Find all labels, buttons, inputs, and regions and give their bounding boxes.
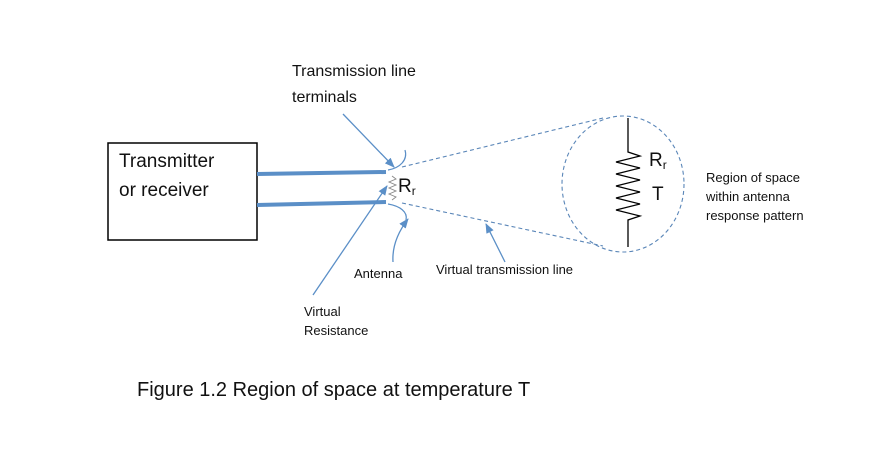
- terminals-label-line2: terminals: [292, 89, 357, 106]
- transmission-line-lower: [256, 200, 387, 207]
- region-t-symbol: T: [652, 184, 664, 205]
- virtual-transmission-line-label: Virtual transmission line: [436, 262, 574, 277]
- transmission-line-upper: [256, 170, 387, 176]
- antenna-arrow: [392, 218, 409, 263]
- virtual-line-arrow: [485, 223, 506, 263]
- region-label-line1: Region of space: [706, 170, 800, 185]
- transmitter-label-line1: Transmitter: [119, 151, 215, 172]
- antenna-rr-subscript: r: [411, 184, 416, 198]
- transmitter-label-line2: or receiver: [119, 180, 209, 201]
- virtual-line-lower: [401, 202, 604, 247]
- terminals-arrow: [342, 113, 395, 168]
- terminals-label-line1: Transmission line: [292, 63, 416, 80]
- region-rr-letter: R: [649, 150, 663, 171]
- transmitter-box: [107, 142, 258, 241]
- virtual-resistance-label-line1: Virtual: [304, 304, 341, 319]
- antenna-rr-symbol: Rr: [398, 176, 416, 199]
- region-label-line3: response pattern: [706, 208, 804, 223]
- virtual-line-upper: [401, 117, 604, 168]
- figure-caption: Figure 1.2 Region of space at temperatur…: [137, 379, 531, 401]
- region-rr-symbol: Rr: [649, 150, 667, 173]
- virtual-resistance-label-line2: Resistance: [304, 323, 369, 338]
- virtual-resistance-arrow: [312, 185, 388, 296]
- antenna-terminal-lower: [387, 203, 407, 221]
- region-resistor: [615, 118, 643, 247]
- region-rr-subscript: r: [662, 158, 667, 172]
- region-of-space-ellipse: [561, 115, 685, 253]
- antenna-terminal-upper: [387, 149, 407, 171]
- region-label-line2: within antenna: [706, 189, 790, 204]
- antenna-rr-letter: R: [398, 176, 412, 197]
- antenna-label: Antenna: [354, 266, 403, 281]
- antenna-resistor-zigzag: [387, 175, 398, 201]
